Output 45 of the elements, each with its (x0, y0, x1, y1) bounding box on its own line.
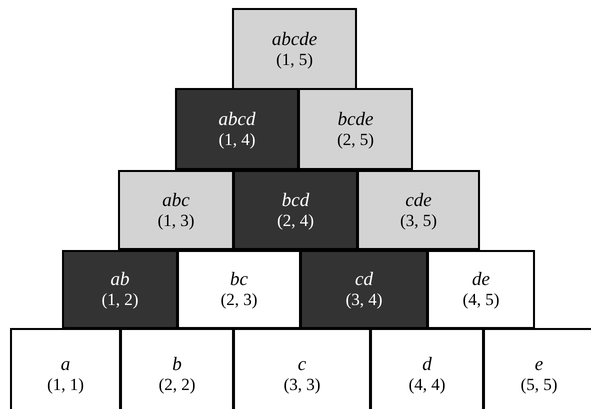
index-pair: (2, 3) (220, 290, 258, 309)
substring-label: c (298, 354, 306, 374)
substring-label: cd (355, 270, 373, 290)
index-pair: (1, 4) (218, 130, 256, 148)
index-pair: (1, 5) (276, 50, 313, 68)
grid-cell (10, 328, 121, 409)
substring-label: bcde (338, 110, 374, 130)
grid-cell (175, 88, 299, 170)
grid-cell (298, 88, 413, 170)
index-pair: (3, 5) (400, 210, 437, 230)
substring-label: abcd (218, 110, 256, 130)
index-pair: (1, 3) (158, 210, 194, 230)
substring-label: abc (162, 190, 190, 210)
index-pair: (4, 4) (408, 374, 446, 394)
grid-cell (233, 328, 371, 409)
substring-label: d (422, 354, 432, 374)
grid-cell (300, 250, 428, 329)
grid-cell (483, 328, 591, 409)
substring-label: abcde (272, 30, 318, 50)
index-pair: (3, 4) (346, 290, 382, 309)
grid-cell (370, 328, 484, 409)
grid-cell (427, 250, 535, 329)
substring-label: bcd (282, 190, 310, 210)
grid-cell (118, 170, 234, 250)
grid-cell (357, 170, 480, 250)
index-pair: (2, 2) (158, 374, 196, 394)
grid-cell (233, 170, 358, 250)
substring-label: de (472, 270, 490, 290)
index-pair: (1, 1) (47, 374, 84, 394)
grid-cell (177, 250, 301, 329)
index-pair: (1, 2) (102, 290, 138, 309)
substring-label: bc (230, 270, 248, 290)
substring-label: a (60, 354, 70, 374)
substring-label: ab (110, 270, 130, 290)
index-pair: (5, 5) (520, 374, 558, 394)
grid-cell (232, 8, 357, 90)
substring-label: cde (405, 190, 432, 210)
grid-cell (62, 250, 178, 329)
grid-cell (120, 328, 234, 409)
substring-label: b (172, 354, 182, 374)
index-pair: (2, 4) (277, 210, 314, 230)
index-pair: (4, 5) (462, 290, 500, 309)
substring-label: e (534, 354, 544, 374)
index-pair: (3, 3) (284, 374, 320, 394)
index-pair: (2, 5) (337, 130, 374, 148)
